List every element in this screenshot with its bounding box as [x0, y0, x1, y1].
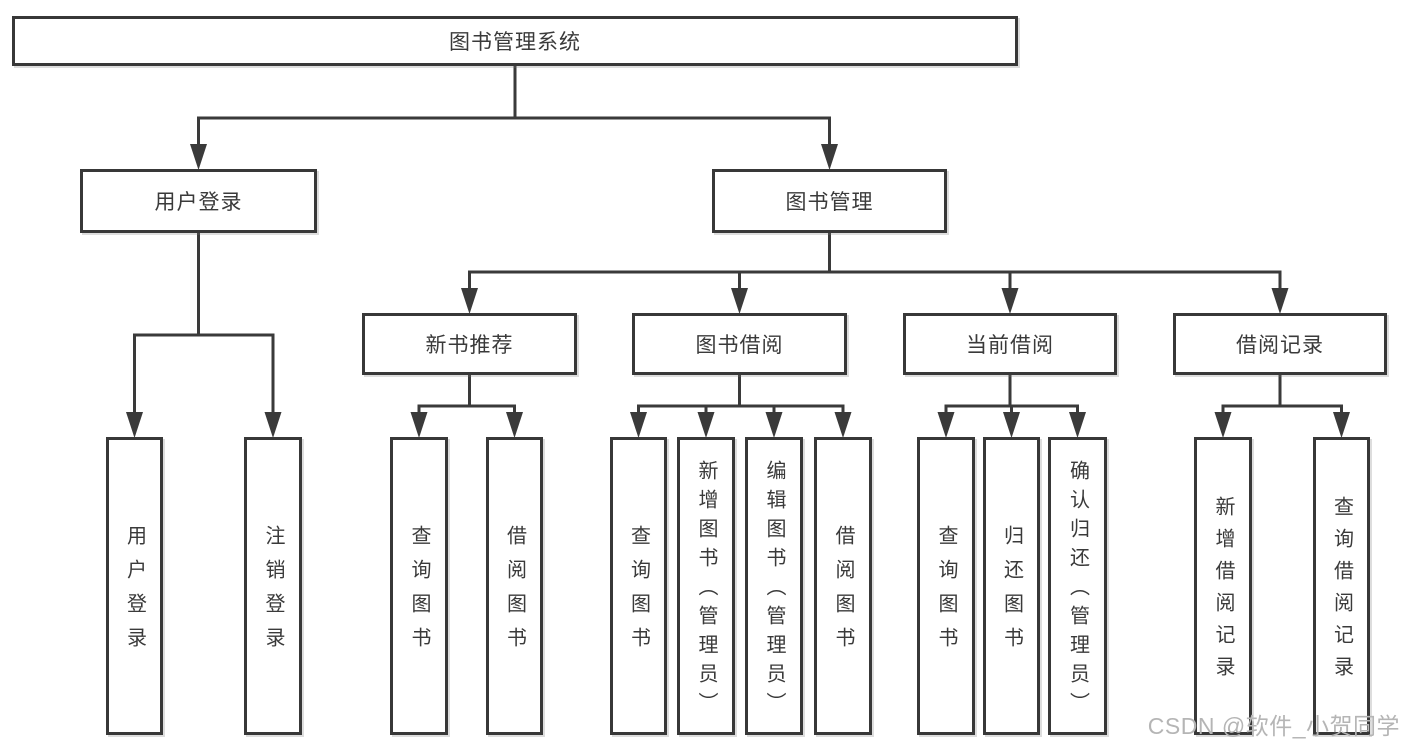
- node-label-leaf-add-borrow-record: 新增借阅记录: [1212, 496, 1234, 688]
- node-leaf-user-login: 用户登录: [106, 437, 163, 735]
- node-label-leaf-logout: 注销登录: [262, 525, 284, 661]
- arrowhead-icon: [410, 412, 428, 438]
- node-label-root: 图书管理系统: [449, 31, 581, 54]
- node-label-borrow-records: 借阅记录: [1236, 334, 1324, 357]
- node-label-user-login: 用户登录: [154, 191, 243, 214]
- arrowhead-icon: [1333, 412, 1350, 438]
- arrowhead-icon: [506, 412, 523, 438]
- arrowhead-icon: [1001, 288, 1019, 314]
- node-leaf-confirm-return: 确认归还（管理员）: [1048, 437, 1107, 735]
- node-label-leaf-query-book-2: 查询图书: [627, 525, 650, 661]
- node-root: 图书管理系统: [12, 16, 1018, 66]
- node-leaf-borrow-book-1: 借阅图书: [486, 437, 543, 735]
- arrowhead-icon: [834, 412, 852, 438]
- node-label-book-mgmt: 图书管理: [785, 191, 874, 214]
- arrowhead-icon: [1069, 412, 1086, 438]
- node-label-leaf-confirm-return: 确认归还（管理员）: [1066, 460, 1089, 721]
- arrowhead-icon: [937, 412, 955, 438]
- node-leaf-borrow-book-2: 借阅图书: [814, 437, 872, 735]
- node-leaf-logout: 注销登录: [244, 437, 302, 735]
- node-label-book-borrow: 图书借阅: [695, 334, 784, 357]
- node-book-borrow: 图书借阅: [632, 313, 847, 375]
- node-label-leaf-query-book-1: 查询图书: [408, 525, 430, 661]
- arrowhead-icon: [190, 144, 207, 170]
- arrowhead-icon: [1214, 412, 1232, 438]
- node-leaf-query-book-1: 查询图书: [390, 437, 448, 735]
- node-label-leaf-return-book: 归还图书: [1000, 525, 1023, 661]
- arrowhead-icon: [821, 144, 838, 170]
- node-label-leaf-borrow-book-1: 借阅图书: [503, 525, 526, 661]
- node-label-new-book-rec: 新书推荐: [425, 334, 514, 357]
- arrowhead-icon: [126, 412, 143, 438]
- node-label-leaf-add-book: 新增图书（管理员）: [695, 460, 717, 721]
- node-label-leaf-borrow-book-2: 借阅图书: [832, 525, 854, 661]
- arrowhead-icon: [630, 412, 647, 438]
- node-current-borrow: 当前借阅: [903, 313, 1117, 375]
- arrowhead-icon: [697, 412, 715, 438]
- node-book-mgmt: 图书管理: [712, 169, 947, 233]
- arrowhead-icon: [765, 412, 783, 438]
- node-leaf-add-borrow-record: 新增借阅记录: [1194, 437, 1252, 735]
- node-leaf-query-book-3: 查询图书: [917, 437, 975, 735]
- node-leaf-return-book: 归还图书: [983, 437, 1040, 735]
- node-leaf-query-borrow-record: 查询借阅记录: [1313, 437, 1370, 735]
- node-label-leaf-user-login: 用户登录: [123, 525, 146, 661]
- node-leaf-edit-book: 编辑图书（管理员）: [745, 437, 803, 735]
- arrowhead-icon: [461, 288, 478, 314]
- node-label-leaf-query-book-3: 查询图书: [935, 525, 957, 661]
- arrowhead-icon: [264, 412, 282, 438]
- node-leaf-query-book-2: 查询图书: [610, 437, 667, 735]
- arrowhead-icon: [1271, 288, 1289, 314]
- node-label-leaf-query-borrow-record: 查询借阅记录: [1330, 496, 1353, 688]
- node-new-book-rec: 新书推荐: [362, 313, 577, 375]
- node-borrow-records: 借阅记录: [1173, 313, 1387, 375]
- node-user-login: 用户登录: [80, 169, 317, 233]
- arrowhead-icon: [1003, 412, 1020, 438]
- node-leaf-add-book: 新增图书（管理员）: [677, 437, 735, 735]
- arrowhead-icon: [731, 288, 748, 314]
- node-label-leaf-edit-book: 编辑图书（管理员）: [763, 460, 785, 721]
- node-label-current-borrow: 当前借阅: [966, 334, 1054, 357]
